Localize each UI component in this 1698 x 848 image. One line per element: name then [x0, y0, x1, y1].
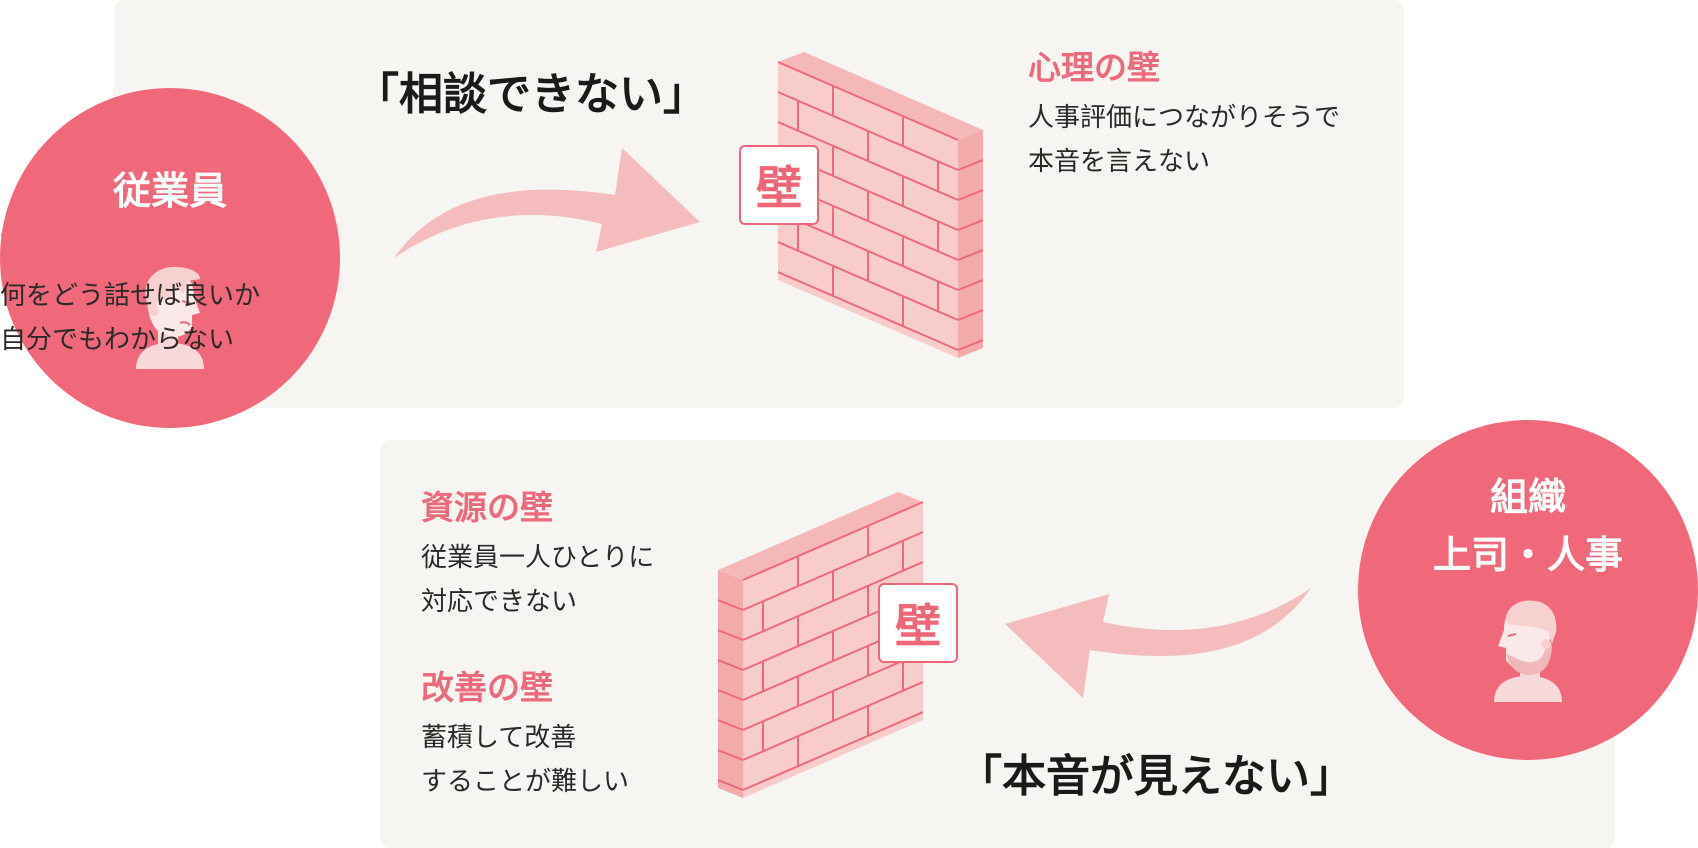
verbalization-wall-info: 言語化の壁 何をどう話せば良いか 自分でもわからない	[0, 226, 350, 362]
psychological-wall-info: 心理の壁 人事評価につながりそうで 本音を言えない	[1028, 48, 1378, 184]
psychological-wall-desc: 人事評価につながりそうで 本音を言えない	[1028, 96, 1378, 184]
resource-wall-desc-line-2: 対応できない	[421, 587, 578, 617]
improvement-wall-desc-line-1: 蓄積して改善	[421, 723, 577, 753]
resource-wall-desc: 従業員一人ひとりに 対応できない	[421, 536, 771, 624]
improvement-wall-info: 改善の壁 蓄積して改善 することが難しい	[421, 668, 771, 804]
wall-badge-top: 壁	[739, 145, 819, 225]
resource-wall-desc-line-1: 従業員一人ひとりに	[421, 543, 655, 573]
improvement-wall-title: 改善の壁	[421, 668, 553, 707]
organization-circle: 組織 上司・人事	[1358, 420, 1698, 760]
right-arrow-icon	[394, 148, 700, 258]
organization-quote: 「本音が見えない」	[958, 751, 1354, 802]
verbalization-wall-title: 言語化の壁	[0, 226, 165, 265]
left-arrow-icon	[1005, 588, 1311, 698]
wall-badge-bottom: 壁	[878, 583, 958, 663]
verbalization-wall-desc-line-1: 何をどう話せば良いか	[0, 281, 261, 311]
organization-label: 組織 上司・人事	[1433, 468, 1623, 584]
verbalization-wall-desc: 何をどう話せば良いか 自分でもわからない	[0, 274, 350, 362]
psychological-wall-title: 心理の壁	[1028, 48, 1160, 87]
bearded-person-icon	[1494, 600, 1562, 702]
verbalization-wall-desc-line-2: 自分でもわからない	[0, 325, 235, 355]
brick-wall-top	[778, 52, 983, 358]
psychological-wall-desc-line-1: 人事評価につながりそうで	[1028, 103, 1341, 133]
organization-label-line-2: 上司・人事	[1432, 533, 1623, 577]
employee-circle: 従業員	[0, 88, 340, 428]
employee-quote: 「相談できない」	[355, 69, 707, 120]
worried-person-icon	[136, 266, 204, 369]
brick-wall-bottom	[718, 492, 923, 798]
organization-label-line-1: 組織	[1489, 475, 1566, 519]
resource-wall-title: 資源の壁	[421, 488, 553, 527]
improvement-wall-desc: 蓄積して改善 することが難しい	[421, 716, 771, 804]
employee-label: 従業員	[112, 169, 227, 213]
psychological-wall-desc-line-2: 本音を言えない	[1028, 147, 1211, 177]
improvement-wall-desc-line-2: することが難しい	[421, 767, 630, 797]
resource-wall-info: 資源の壁 従業員一人ひとりに 対応できない	[421, 488, 771, 624]
